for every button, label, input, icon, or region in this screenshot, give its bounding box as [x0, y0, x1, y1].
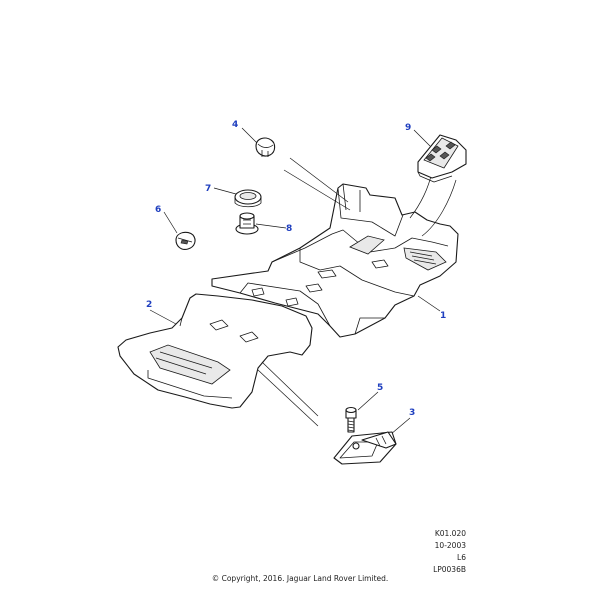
diagram-ref: LP0036B — [433, 565, 466, 574]
floor-mat-part — [117, 293, 313, 409]
grommet-icon — [234, 189, 262, 208]
callout-4: 4 — [232, 120, 238, 130]
bolt-icon — [345, 406, 357, 433]
callout-9: 9 — [405, 123, 411, 133]
diagram-metadata: K01.020 10-2003 L6 LP0036B — [433, 528, 466, 576]
retaining-fastener-icon — [235, 212, 259, 235]
callout-labels: 1 2 3 4 5 6 7 8 9 — [146, 120, 446, 418]
floor-carpet-part — [211, 183, 459, 338]
tie-down-bracket-icon — [333, 431, 397, 465]
callout-2: 2 — [146, 300, 152, 310]
trim-clip-icon — [175, 231, 196, 250]
diagram-model: L6 — [457, 553, 466, 562]
heel-pad-icon — [417, 134, 467, 183]
callout-1: 1 — [440, 311, 446, 321]
callout-3: 3 — [409, 408, 415, 418]
callout-8: 8 — [286, 224, 292, 234]
diagram-date: 10-2003 — [434, 541, 466, 550]
callout-5: 5 — [377, 383, 383, 393]
callout-7: 7 — [205, 184, 211, 194]
push-clip-icon — [255, 137, 276, 157]
copyright-notice: © Copyright, 2016. Jaguar Land Rover Lim… — [211, 574, 389, 583]
diagram-code: K01.020 — [434, 529, 466, 538]
callout-6: 6 — [155, 205, 161, 215]
